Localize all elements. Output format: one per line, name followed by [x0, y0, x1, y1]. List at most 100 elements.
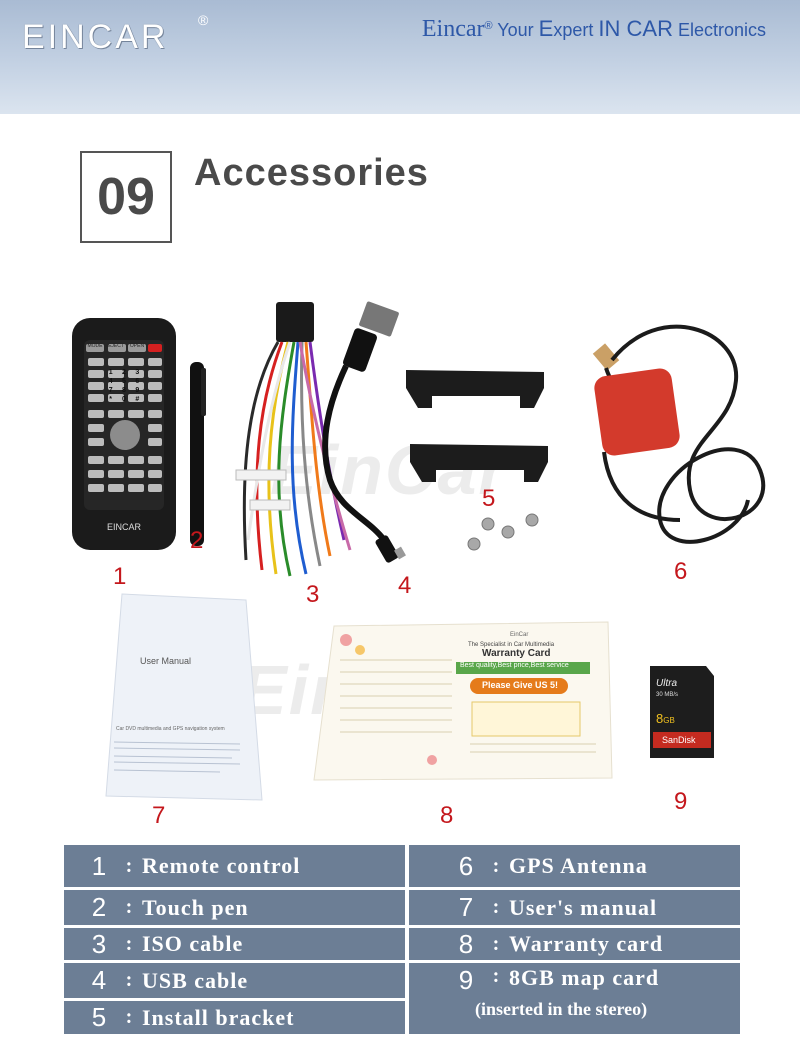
product-label: 6	[674, 558, 688, 585]
remote-control-image: EINCAR	[72, 318, 176, 550]
row-number: 2	[91, 892, 107, 922]
table-row: 4: USB cable	[64, 963, 405, 998]
remote-key-label: 6	[135, 378, 140, 385]
remote-key-label: 8	[122, 387, 126, 394]
row-colon: :	[125, 854, 133, 877]
table-row: 9:8GB map card	[409, 963, 740, 1034]
remote-key-label: OPEN	[129, 343, 145, 349]
product-label: 3	[306, 581, 320, 608]
row-text: 8GB map card	[509, 965, 660, 990]
row-note: (inserted in the stereo)	[475, 999, 648, 1019]
remote-top-keys: MODE EJECT OPEN	[86, 343, 164, 349]
warranty-specialist: The Specialist in Car Multimedia	[468, 642, 555, 648]
row-colon: :	[492, 854, 500, 877]
slogan-text-2: xpert	[553, 20, 599, 40]
warranty-brand: EinCar	[510, 632, 529, 638]
remote-key-label: 1	[108, 369, 113, 376]
remote-number-keys: 1 2 3 4 5 6 7 8 9 * 0 #	[104, 369, 144, 403]
manual-caption: Car DVD multimedia and GPS navigation sy…	[116, 726, 225, 732]
product-label: 9	[674, 788, 688, 815]
product-label: 4	[398, 572, 412, 599]
product-label: 5	[482, 485, 496, 512]
sd-brand: SanDisk	[662, 735, 696, 745]
row-text: ISO cable	[142, 931, 244, 956]
touch-pen-image	[190, 362, 206, 546]
remote-key-label: 5	[122, 378, 126, 385]
slogan-in-car: IN CAR	[598, 16, 673, 41]
section-number-box: 09	[80, 151, 172, 243]
row-text: Touch pen	[142, 894, 249, 920]
row-number: 1	[91, 850, 107, 881]
section-title: Accessories	[194, 152, 429, 194]
slogan-e: E	[538, 16, 554, 41]
remote-key-label: 3	[135, 369, 140, 376]
remote-key-label: 4	[108, 378, 113, 385]
row-text: USB cable	[142, 967, 249, 993]
header-banner: EINCAR ® Eincar® Your Expert IN CAR Elec…	[0, 0, 800, 114]
manual-title: User Manual	[140, 656, 192, 666]
product-label: 2	[190, 527, 204, 554]
user-manual-image	[105, 593, 263, 801]
remote-key-label: MODE	[87, 343, 103, 349]
row-text: Warranty card	[509, 931, 664, 956]
row-text: User's manual	[509, 894, 658, 920]
sd-capacity: 8GB	[656, 710, 675, 728]
row-colon: :	[492, 965, 500, 987]
row-colon: :	[125, 969, 133, 991]
sd-unit: GB	[663, 716, 675, 725]
product-label: 1	[113, 563, 127, 590]
row-colon: :	[125, 932, 133, 955]
product-label: 7	[152, 802, 166, 829]
row-number: 5	[91, 1002, 107, 1032]
row-number: 3	[91, 928, 107, 959]
row-number: 4	[91, 965, 107, 995]
sd-model: Ultra	[656, 678, 678, 689]
remote-brand-label: EINCAR	[107, 522, 142, 532]
warranty-please: Please Give US 5!	[482, 680, 559, 690]
slogan-registered-mark: ®	[484, 20, 493, 32]
row-number: 8	[458, 928, 474, 959]
remote-key-label: #	[135, 396, 140, 403]
row-colon: :	[492, 932, 500, 955]
row-number: 6	[458, 850, 474, 881]
remote-key-label: EJECT	[108, 343, 124, 349]
warranty-title: Warranty Card	[482, 648, 551, 659]
logo-registered-mark: ®	[198, 12, 209, 28]
usb-cable-image	[322, 301, 406, 563]
sd-size: 8	[656, 711, 664, 726]
table-row: 2: Touch pen	[64, 890, 405, 925]
sd-card-image	[650, 666, 714, 758]
remote-key-label: 0	[122, 396, 126, 403]
product-label: 8	[440, 802, 454, 829]
brand-slogan: Eincar® Your Expert IN CAR Electronics	[422, 16, 766, 43]
slogan-text-3: Electronics	[672, 20, 766, 40]
slogan-brand: Eincar	[421, 16, 485, 42]
slogan-text-1: Your	[492, 20, 539, 40]
warranty-card-image	[313, 621, 613, 781]
row-colon: :	[125, 896, 133, 918]
remote-key-label: 7	[108, 387, 113, 394]
warranty-tagline: Best quality,Best price,Best service	[460, 662, 569, 669]
table-row: 3: ISO cable	[64, 928, 405, 960]
row-text: GPS Antenna	[509, 853, 648, 878]
row-text: Install bracket	[142, 1004, 295, 1030]
install-bracket-image	[406, 370, 548, 551]
row-colon: :	[492, 896, 500, 918]
eincar-logo: EINCAR	[22, 18, 169, 56]
gps-antenna-image	[592, 324, 765, 544]
row-number: 9	[458, 965, 474, 995]
row-text: Remote control	[142, 853, 301, 878]
table-row: 1: Remote control	[64, 845, 405, 887]
row-number: 7	[458, 892, 474, 922]
table-row: 7: User's manual	[409, 890, 740, 925]
table-row: 6: GPS Antenna	[409, 845, 740, 887]
table-row: 5: Install bracket	[64, 1001, 405, 1034]
iso-cable-image	[235, 302, 352, 577]
remote-key-label: 2	[122, 369, 126, 376]
remote-key-label: 9	[135, 387, 140, 394]
remote-key-label: *	[109, 396, 113, 403]
row-colon: :	[125, 1006, 133, 1028]
table-row: 8: Warranty card	[409, 928, 740, 960]
sd-speed: 30 MB/s	[656, 692, 679, 698]
